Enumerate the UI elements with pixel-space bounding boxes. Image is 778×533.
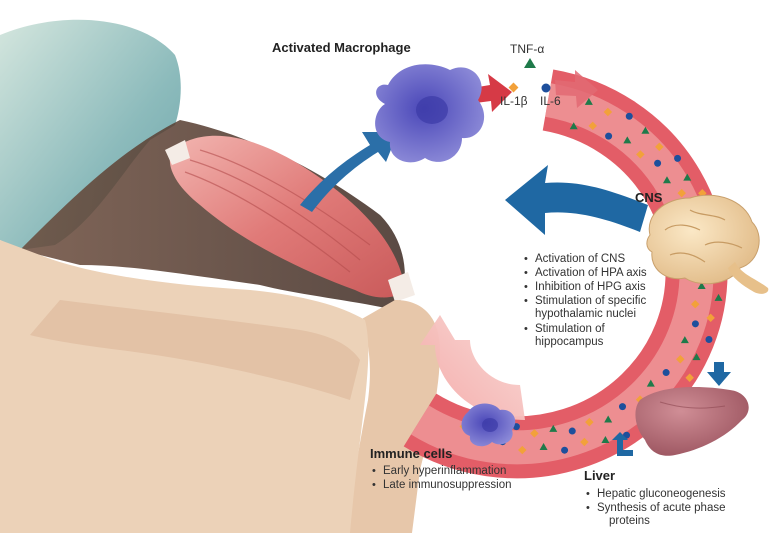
cns-effect-item: Activation of CNS [524, 252, 647, 266]
tnf-alpha-marker [524, 58, 536, 68]
il6-marker [654, 160, 661, 167]
il6-marker [561, 447, 568, 454]
immune-effects-list: Early hyperinflammation Late immunosuppr… [372, 464, 512, 492]
il6-marker [542, 84, 551, 93]
liver-effects-list: Hepatic gluconeogenesis Synthesis of acu… [586, 487, 726, 515]
blue-arrow-cns [505, 165, 648, 235]
immune-effect-item: Early hyperinflammation [372, 464, 512, 478]
activated-macrophage [375, 64, 484, 162]
liver-label: Liver [584, 468, 615, 483]
il6-marker [605, 133, 612, 140]
il6-marker [619, 403, 626, 410]
blue-arrow-to-liver-top [707, 362, 731, 386]
il6-marker [626, 113, 633, 120]
cns-effect-item: Stimulation of specific [524, 294, 647, 308]
cns-effects-list-2: Stimulation of [524, 322, 605, 336]
immune-effect-item: Late immunosuppression [372, 478, 512, 492]
il6-label: IL-6 [540, 94, 561, 108]
il6-marker [674, 155, 681, 162]
cns-label: CNS [635, 190, 662, 205]
brain-illustration [647, 195, 768, 294]
tnf-alpha-label: TNF-α [510, 42, 544, 56]
il6-marker [692, 320, 699, 327]
cns-effect-item: Stimulation of [524, 322, 605, 336]
cns-effect-item: Inhibition of HPG axis [524, 280, 647, 294]
cns-effect-item: Activation of HPA axis [524, 266, 647, 280]
immune-cells-label: Immune cells [370, 446, 452, 461]
cns-effect-continuation: hippocampus [535, 336, 603, 348]
cns-effects-list: Activation of CNS Activation of HPA axis… [524, 252, 647, 308]
il1-beta-label: IL-1β [500, 94, 528, 108]
il6-marker [705, 336, 712, 343]
liver-effect-item: Hepatic gluconeogenesis [586, 487, 726, 501]
macrophage-label: Activated Macrophage [272, 40, 411, 55]
liver-illustration [635, 387, 748, 456]
il6-marker [569, 428, 576, 435]
liver-effect-continuation: proteins [609, 515, 650, 527]
liver-effect-item: Synthesis of acute phase [586, 501, 726, 515]
il6-marker [663, 369, 670, 376]
cns-effect-continuation: hypothalamic nuclei [535, 308, 636, 320]
